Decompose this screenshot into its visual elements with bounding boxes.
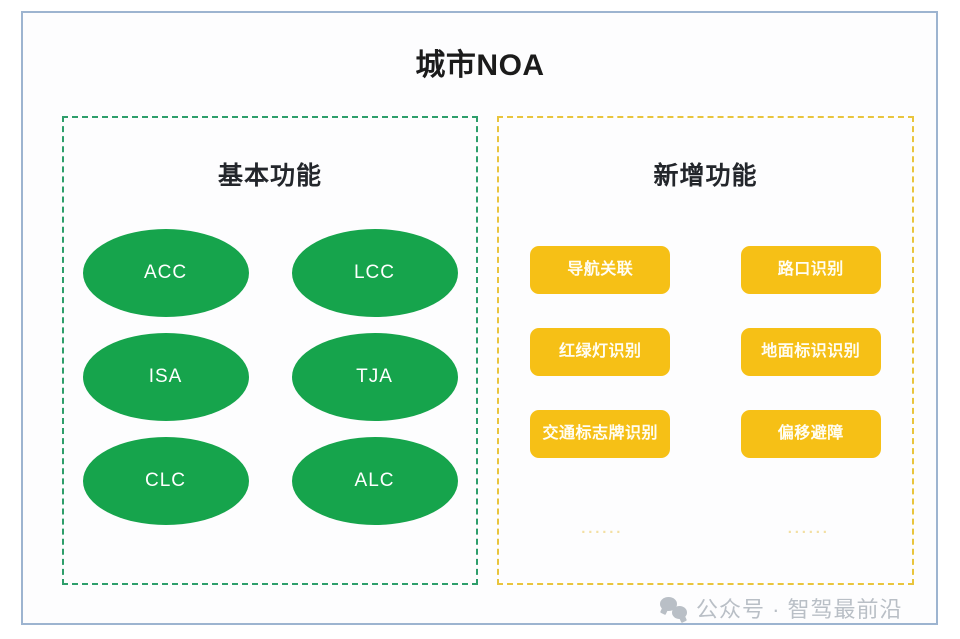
wechat-icon [660, 597, 687, 619]
panel-basic-heading: 基本功能 [217, 162, 322, 190]
node-traffic-light-recognition-label: 红绿灯识别 [558, 343, 642, 360]
node-intersection-recognition[interactable]: 路口识别 [740, 246, 881, 294]
node-offset-obstacle-avoidance[interactable]: 偏移避障 [740, 410, 881, 458]
node-offset-obstacle-avoidance-label: 偏移避障 [777, 425, 844, 442]
node-alc[interactable]: ALC [291, 437, 458, 525]
basic-function-grid: ACC LCC ISA TJA CLC ALC [64, 229, 476, 525]
continuation-row: ······ ······ [499, 524, 912, 541]
node-intersection-recognition-label: 路口识别 [777, 261, 844, 278]
node-isa[interactable]: ISA [82, 333, 249, 421]
node-clc[interactable]: CLC [82, 437, 249, 525]
watermark: 公众号 · 智驾最前沿 [660, 592, 903, 624]
panel-basic-functions: 基本功能 ACC LCC ISA TJA CLC ALC [62, 116, 478, 585]
node-tja[interactable]: TJA [291, 333, 458, 421]
node-road-marking-recognition-label: 地面标识识别 [761, 343, 861, 360]
node-road-marking-recognition[interactable]: 地面标识识别 [740, 328, 881, 376]
node-tja-label: TJA [356, 366, 393, 387]
node-traffic-sign-recognition[interactable]: 交通标志牌识别 [530, 410, 671, 458]
page-title: 城市NOA [415, 49, 545, 82]
node-lcc-label: LCC [353, 262, 395, 283]
node-lcc[interactable]: LCC [291, 229, 458, 317]
node-navigation-link[interactable]: 导航关联 [530, 246, 671, 294]
continuation-dots-right: ······ [787, 524, 830, 541]
watermark-text: 公众号 · 智驾最前沿 [696, 597, 903, 622]
continuation-dots-left: ······ [581, 524, 624, 541]
node-clc-label: CLC [144, 470, 186, 491]
new-function-grid: 导航关联 路口识别 红绿灯识别 地面标识识别 交通标志牌识别 偏移避障 [499, 246, 912, 458]
node-traffic-sign-recognition-label: 交通标志牌识别 [542, 425, 658, 443]
panel-new-heading: 新增功能 [653, 162, 758, 190]
node-alc-label: ALC [354, 470, 395, 491]
node-navigation-link-label: 导航关联 [567, 261, 634, 278]
node-acc[interactable]: ACC [82, 229, 249, 317]
panel-new-functions: 新增功能 导航关联 路口识别 红绿灯识别 地面标识识别 交通标志牌识别 偏移避障… [497, 116, 914, 585]
node-acc-label: ACC [143, 262, 188, 283]
node-isa-label: ISA [148, 366, 183, 387]
node-traffic-light-recognition[interactable]: 红绿灯识别 [530, 328, 671, 376]
